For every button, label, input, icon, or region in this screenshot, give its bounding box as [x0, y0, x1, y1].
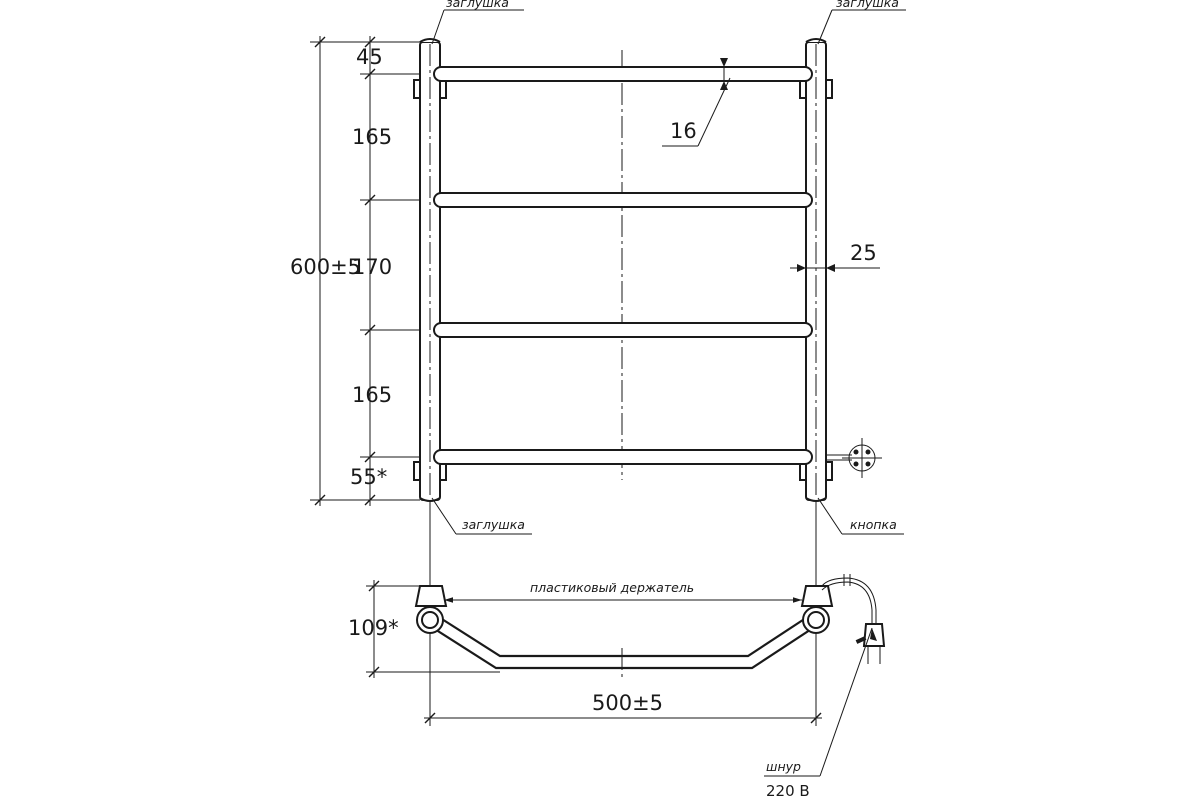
crossbar-4: [433, 449, 813, 465]
dim-span-top: 165: [352, 125, 392, 149]
power-plug: [855, 623, 886, 664]
holder-left: [414, 585, 448, 634]
right-riser: [799, 38, 833, 502]
label-voltage: 220 В: [766, 782, 810, 800]
dim-total-height: 600±5: [290, 255, 361, 279]
label-cord: шнур: [766, 759, 801, 774]
label-button: кнопка: [850, 517, 897, 532]
label-holder: пластиковый держатель: [530, 580, 694, 595]
depth-dimension: [366, 580, 500, 678]
dim-riser-diameter: 25: [850, 241, 877, 265]
cap-bottom-left-leader: [431, 497, 532, 535]
bar-diameter-leader: [662, 58, 731, 147]
cord-leader: [764, 627, 877, 777]
holder-right: [800, 585, 834, 634]
label-cap-top-right: заглушка: [836, 0, 899, 10]
vertical-dimensions: [310, 36, 420, 506]
riser-diameter-dim: [790, 264, 880, 272]
dim-width: 500±5: [592, 691, 663, 715]
power-connector: [826, 438, 882, 478]
width-dimension: [424, 712, 822, 724]
dim-span-bottom: 165: [352, 383, 392, 407]
dim-top-offset: 45: [356, 45, 383, 69]
crossbar-1: [433, 66, 813, 82]
label-cap-bottom-left: заглушка: [462, 517, 525, 532]
power-cord: [821, 574, 877, 624]
dim-depth: 109*: [348, 616, 399, 640]
left-riser: [413, 38, 447, 502]
dim-bar-diameter: 16: [670, 119, 697, 143]
crossbar-2: [433, 192, 813, 208]
crossbar-3: [433, 322, 813, 338]
crossbars: [433, 66, 813, 465]
cap-top-right-leader: [817, 9, 906, 45]
dim-span-middle: 170: [352, 255, 392, 279]
button-leader: [817, 497, 904, 535]
cap-top-left-leader: [431, 9, 524, 45]
top-view: пластиковый держатель 109* 500±5: [348, 574, 886, 800]
dim-bottom-offset: 55*: [350, 465, 387, 489]
label-cap-top-left: заглушка: [446, 0, 509, 10]
